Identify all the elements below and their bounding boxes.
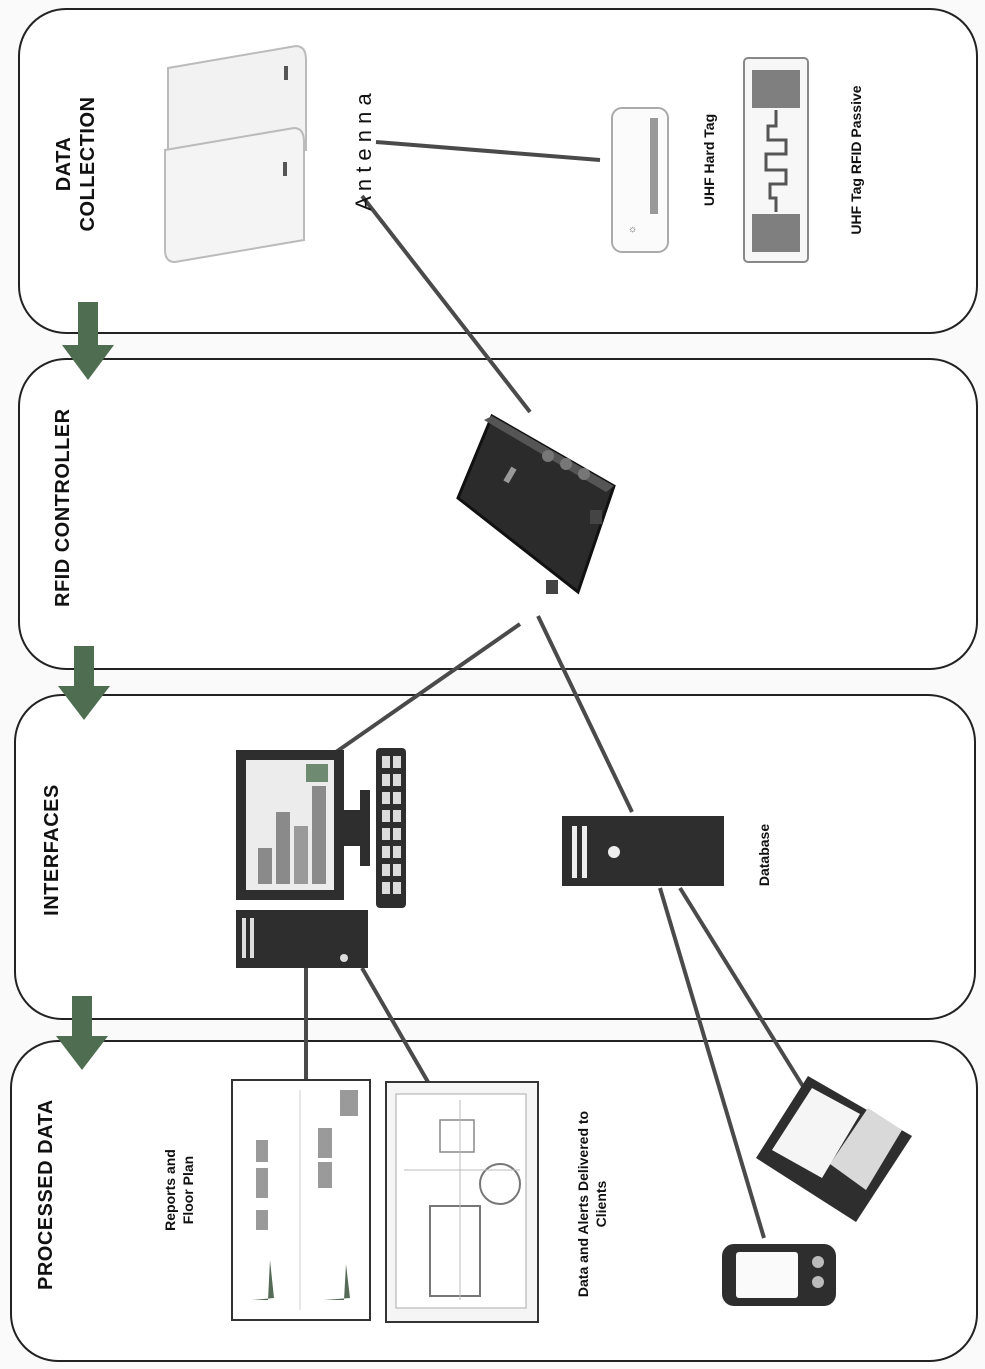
svg-text:☼: ☼ — [628, 224, 637, 235]
uhf-passive-tag-label: UHF Tag RFID Passive — [848, 85, 864, 235]
section-title-line-1: DATA — [53, 136, 75, 192]
section-title-data-collection: DATA COLLECTION — [52, 94, 100, 234]
panel-interfaces — [14, 694, 976, 1020]
reports-label-line-2: Floor Plan — [180, 1155, 196, 1225]
pc-tower-icon — [236, 910, 368, 968]
antenna-label: A n t e n n a — [351, 93, 376, 211]
section-title-line-2: COLLECTION — [77, 96, 99, 232]
uhf-hard-tag-label: UHF Hard Tag — [701, 113, 717, 207]
reports-label-line-1: Reports and — [162, 1149, 178, 1231]
delivered-label-line-2: Clients — [593, 1180, 609, 1228]
reports-document-icon — [231, 1079, 371, 1321]
laptop-icon — [756, 1076, 912, 1222]
smartphone-icon — [722, 1244, 836, 1306]
monitor-icon — [236, 750, 370, 900]
floor-plan-icon — [385, 1081, 539, 1323]
rfid-reader-icon — [456, 413, 616, 595]
section-title-rfid-controller: RFID CONTROLLER — [52, 408, 74, 607]
section-title-processed-data: PROCESSED DATA — [35, 1099, 57, 1290]
flow-arrow-2 — [58, 646, 110, 720]
uhf-passive-tag-icon — [743, 57, 809, 263]
antenna-icon — [164, 44, 307, 264]
section-title-interfaces: INTERFACES — [41, 784, 63, 916]
database-server-icon — [562, 816, 724, 886]
flow-arrow-3 — [56, 996, 108, 1070]
delivered-label: Data and Alerts Delivered to Clients — [574, 1094, 614, 1314]
reports-label: Reports and Floor Plan — [161, 1135, 201, 1245]
delivered-label-line-1: Data and Alerts Delivered to — [575, 1110, 591, 1298]
connection-lines — [304, 140, 806, 1239]
flow-arrow-1 — [62, 302, 114, 380]
uhf-hard-tag-icon: ☼ — [611, 107, 669, 253]
keyboard-icon — [376, 748, 406, 908]
database-label: Database — [756, 823, 772, 887]
